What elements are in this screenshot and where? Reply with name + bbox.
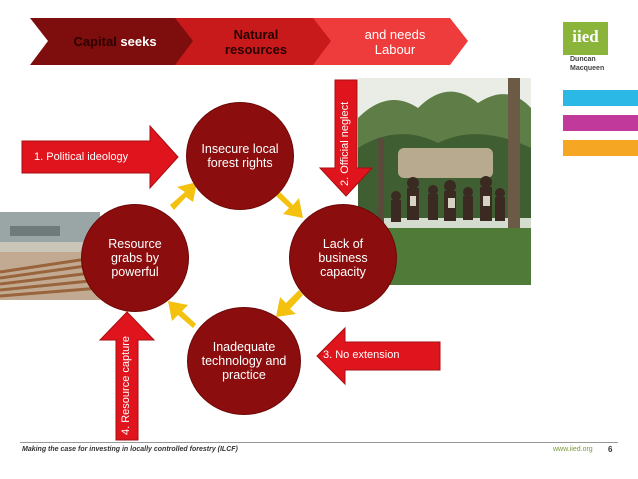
arrow-political-ideology bbox=[21, 124, 179, 190]
page-number: 6 bbox=[608, 445, 613, 454]
arrow-no-extension-label: 3. No extension bbox=[323, 349, 400, 361]
iied-logo-text: iied bbox=[572, 27, 599, 46]
chevron-natural-resources bbox=[175, 18, 336, 65]
cycle-node-resource-grabs: Resource grabs by powerful bbox=[82, 205, 188, 311]
arrow-political-ideology-label: 1. Political ideology bbox=[34, 151, 129, 163]
arrow-official-neglect-label: 2. Official neglect bbox=[339, 101, 351, 186]
arrow-no-extension bbox=[316, 326, 441, 386]
cycle-node-business-capacity: Lack of business capacity bbox=[290, 205, 396, 311]
arrow-resource-capture bbox=[98, 311, 156, 441]
cycle-node-insecure-rights: Insecure local forest rights bbox=[187, 103, 293, 209]
chevron-labour bbox=[313, 18, 468, 65]
footer-site-link[interactable]: www.iied.org bbox=[553, 446, 593, 453]
photo-logs bbox=[0, 212, 100, 300]
stripe-blue bbox=[563, 90, 638, 106]
cycle-arrow-bottom-right-icon bbox=[276, 290, 303, 317]
cycle-node-technology: Inadequate technology and practice bbox=[188, 308, 300, 414]
cycle-node-business-capacity-label: Lack of business capacity bbox=[318, 237, 368, 279]
chevron-natural-resources-label: Natural resources bbox=[224, 27, 288, 57]
chevron-capital bbox=[30, 18, 200, 65]
footer-title: Making the case for investing in locally… bbox=[22, 446, 238, 453]
cycle-arrow-top-right-icon bbox=[276, 192, 303, 218]
cycle-arrow-top-left-icon bbox=[170, 182, 197, 210]
author-name: Duncan Macqueen bbox=[570, 56, 605, 72]
arrow-resource-capture-label: 4. Resource capture bbox=[120, 335, 132, 435]
stripe-magenta bbox=[563, 115, 638, 131]
iied-logo: iied bbox=[563, 22, 608, 55]
cycle-arrow-bottom-left-icon bbox=[168, 301, 196, 328]
cycle-node-technology-label: Inadequate technology and practice bbox=[201, 340, 287, 382]
cycle-node-insecure-rights-label: Insecure local forest rights bbox=[201, 142, 279, 170]
arrow-official-neglect bbox=[318, 79, 374, 197]
stripe-orange bbox=[563, 140, 638, 156]
photo-logs-art bbox=[0, 212, 100, 300]
chevron-labour-label: and needs Labour bbox=[364, 27, 426, 57]
footer-divider bbox=[20, 442, 618, 443]
chevron-capital-label: Capital seeks bbox=[73, 34, 157, 49]
cycle-node-resource-grabs-label: Resource grabs by powerful bbox=[108, 237, 162, 279]
